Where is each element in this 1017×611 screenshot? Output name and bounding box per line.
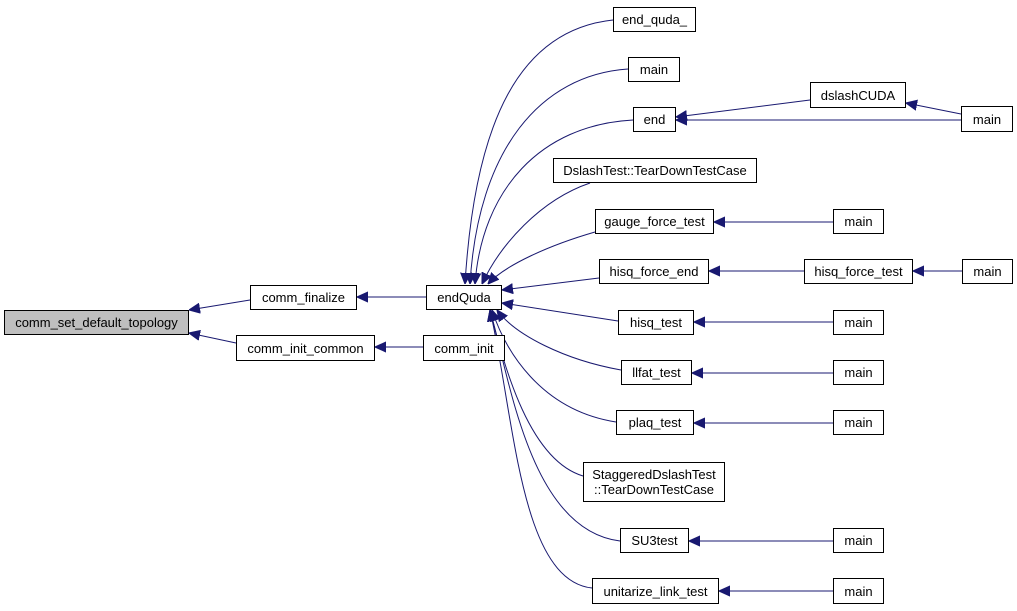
edge-comm_init_common-to-root — [189, 333, 237, 344]
edge-llfat_test-to-endQuda — [497, 310, 622, 371]
node-main-9[interactable]: main — [833, 578, 884, 604]
node-comm-set-default-topology: comm_set_default_topology — [4, 310, 189, 335]
node-staggered-dslash-test-teardown[interactable]: StaggeredDslashTest ::TearDownTestCase — [583, 462, 725, 502]
edge-dslashCUDA-to-end — [676, 99, 811, 117]
edge-main_2-to-dslashCUDA — [906, 103, 962, 115]
node-gauge-force-test[interactable]: gauge_force_test — [595, 209, 714, 234]
node-comm-init-common[interactable]: comm_init_common — [236, 335, 375, 361]
edge-SU3test-to-endQuda — [490, 310, 621, 542]
node-plaq-test[interactable]: plaq_test — [616, 410, 694, 435]
node-dslashCUDA[interactable]: dslashCUDA — [810, 82, 906, 108]
node-unitarize-link-test[interactable]: unitarize_link_test — [592, 578, 719, 604]
node-end-quda-underscore[interactable]: end_quda_ — [613, 7, 696, 32]
edge-comm_finalize-to-root — [189, 299, 251, 310]
edge-end_quda_-to-endQuda — [465, 19, 614, 284]
node-end[interactable]: end — [633, 107, 676, 132]
node-hisq-force-test[interactable]: hisq_force_test — [804, 259, 913, 284]
node-main-8[interactable]: main — [833, 528, 884, 553]
edge-dslash_teardown-to-endQuda — [482, 182, 591, 284]
edge-hisq_test-to-endQuda — [502, 303, 619, 322]
node-dslash-test-teardown[interactable]: DslashTest::TearDownTestCase — [553, 158, 757, 183]
node-llfat-test[interactable]: llfat_test — [621, 360, 692, 385]
node-main-4[interactable]: main — [962, 259, 1013, 284]
edge-main_1-to-endQuda — [470, 68, 629, 284]
node-main-2[interactable]: main — [961, 106, 1013, 132]
edge-hisq_force_end-to-endQuda — [502, 277, 600, 290]
node-main-1[interactable]: main — [628, 57, 680, 82]
edge-end-to-endQuda — [475, 119, 634, 284]
node-SU3test[interactable]: SU3test — [620, 528, 689, 553]
node-main-6[interactable]: main — [833, 360, 884, 385]
node-main-7[interactable]: main — [833, 410, 884, 435]
node-comm-finalize[interactable]: comm_finalize — [250, 285, 357, 310]
node-comm-init[interactable]: comm_init — [423, 335, 505, 361]
node-main-3[interactable]: main — [833, 209, 884, 234]
node-hisq-test[interactable]: hisq_test — [618, 310, 694, 335]
edge-unitarize_link_test-to-endQuda — [490, 310, 593, 589]
edge-plaq_test-to-endQuda — [492, 310, 617, 423]
node-endQuda[interactable]: endQuda — [426, 285, 502, 310]
node-hisq-force-end[interactable]: hisq_force_end — [599, 259, 709, 284]
edge-gauge_force_test-to-endQuda — [488, 231, 596, 284]
node-main-5[interactable]: main — [833, 310, 884, 335]
